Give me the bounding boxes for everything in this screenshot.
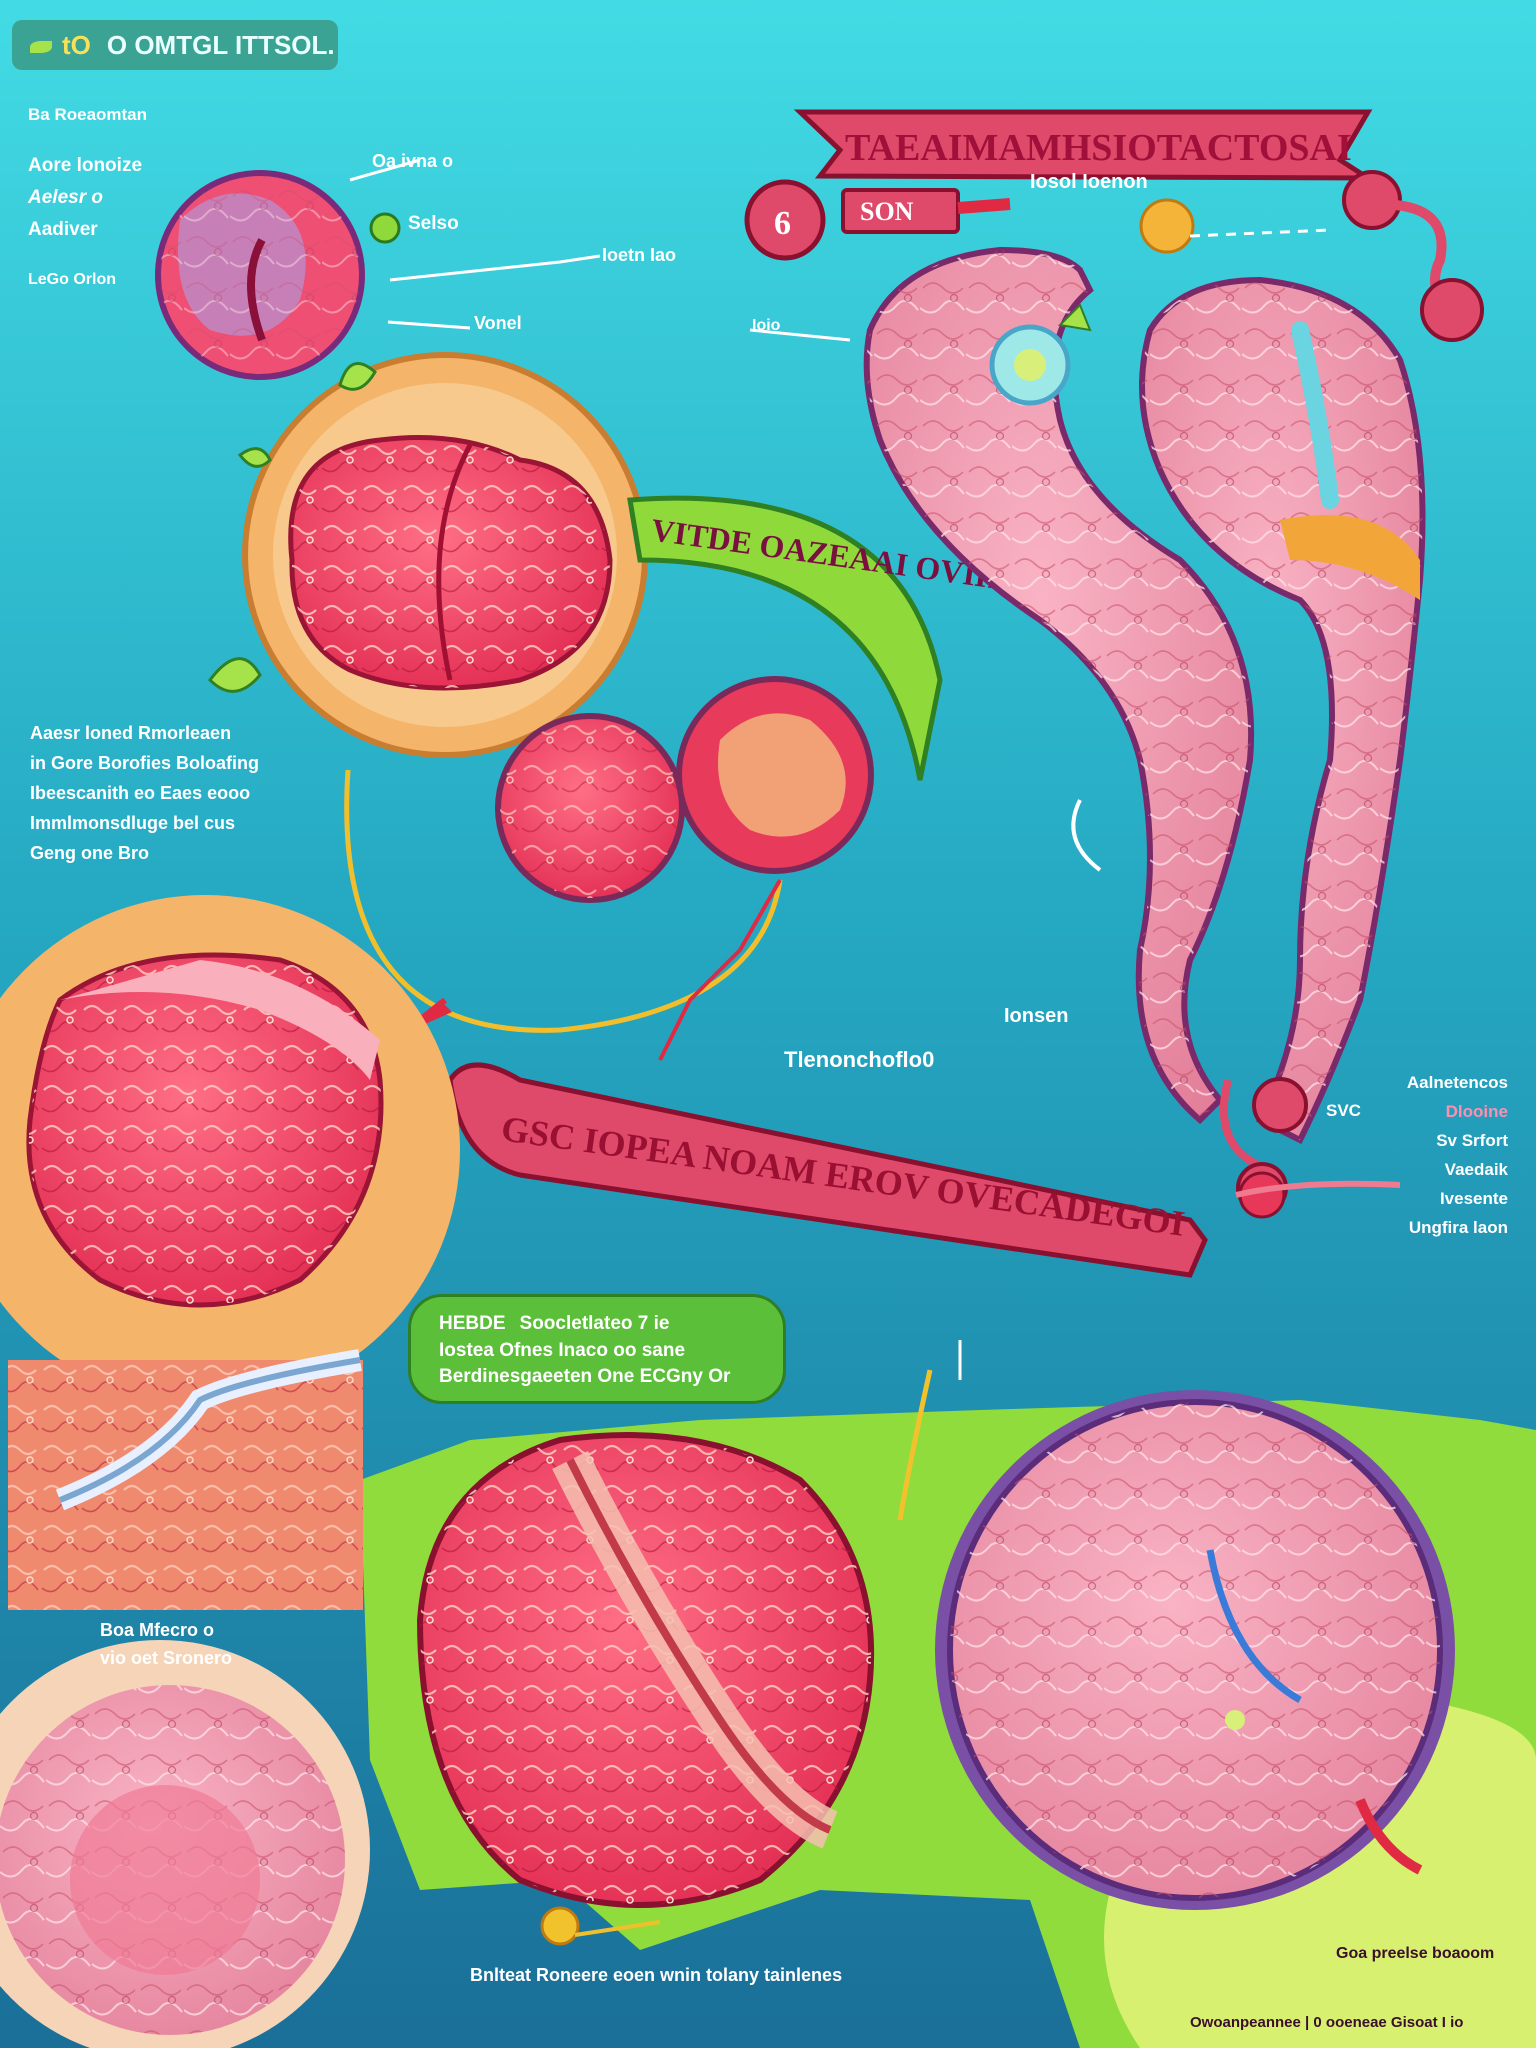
paragraph-line: in Gore Borofies Boloafing bbox=[30, 753, 260, 773]
small-tag bbox=[841, 188, 960, 234]
green-note-line: Iostea Ofnes Inaco oo sane bbox=[439, 1338, 755, 1365]
tag-badge-circle bbox=[744, 179, 826, 261]
right-callout-middle: Tlenonchoflo0 bbox=[784, 1047, 935, 1072]
side-label: Sv Srfort bbox=[1436, 1131, 1508, 1150]
leaf-icon bbox=[1057, 303, 1092, 332]
paragraph-line: Immlmonsdluge bel cus bbox=[30, 813, 236, 833]
callout-upper-green: Selso bbox=[408, 213, 459, 234]
tag-badge-text: 6 bbox=[774, 205, 791, 242]
green-note-text: Iostea Ofnes Inaco oo sane bbox=[439, 1339, 686, 1361]
note-a-3: Aadiver bbox=[28, 219, 98, 240]
small-tag-text: SON bbox=[860, 197, 914, 226]
green-note-head: HEBDE bbox=[439, 1313, 506, 1334]
side-label: Aalnetencos bbox=[1406, 1073, 1508, 1092]
right-callout-upper: Iosol Ioenon bbox=[1030, 171, 1148, 193]
bottom-caption: Bnlteat Roneere eoen wnin tolany tainlen… bbox=[470, 1965, 843, 1985]
note-b: LeGo Orlon bbox=[28, 271, 116, 288]
note-a-1: Aore lonoize bbox=[28, 155, 143, 176]
callout-upper: Oa ivna o bbox=[372, 151, 454, 171]
left-paragraph: Aaesr loned Rmorleaen in Gore Borofies B… bbox=[30, 718, 290, 868]
right-side-labels: Aalnetencos Dlooine Sv Srfort Vaedaik Iv… bbox=[1368, 1068, 1508, 1242]
side-label: Dlooine bbox=[1445, 1102, 1508, 1121]
right-callout-left: Ioio bbox=[752, 317, 781, 334]
top-ribbon-text: TAEAIMAMHSIOTACTOSAI bbox=[845, 127, 1352, 169]
side-label: Vaedaik bbox=[1444, 1160, 1508, 1179]
middle-ribbon bbox=[447, 1062, 1208, 1278]
green-note-box: HEBDE Soocletlateo 7 ie Iostea Ofnes Inac… bbox=[408, 1294, 786, 1404]
callout-middle: Ioetn Iao bbox=[602, 245, 677, 265]
paragraph-line: Aaesr loned Rmorleaen bbox=[30, 723, 232, 743]
paragraph-line: Ibeescanith eo Eaes eooo bbox=[30, 783, 251, 803]
lower-caption: Boa Mfecro o vio oet Sronero bbox=[100, 1616, 232, 1672]
green-note-line: HEBDE Soocletlateo 7 ie bbox=[439, 1311, 755, 1338]
lower-caption-line: vio oet Sronero bbox=[100, 1648, 233, 1668]
bottom-right-caption-bottom: Owoanpeannee | 0 ooeneae Gisoat I io bbox=[1190, 2014, 1464, 2031]
orange-marker-icon bbox=[1139, 198, 1195, 254]
lower-caption-line: Boa Mfecro o bbox=[100, 1620, 215, 1640]
callout-lower: Vonel bbox=[474, 313, 522, 333]
curved-green-banner bbox=[627, 495, 943, 781]
bottom-right-caption-top: Goa preelse boaoom bbox=[1336, 1945, 1495, 1962]
green-note-line: Berdinesgaeeten One ECGny Or bbox=[439, 1364, 755, 1391]
curved-arrow-icon bbox=[1071, 799, 1102, 872]
green-marker-icon bbox=[369, 212, 401, 244]
page-title: O OMTGL ITTSOL. bbox=[106, 30, 335, 60]
right-callout-middle-b: Ionsen bbox=[1004, 1005, 1069, 1027]
title-pill: tO O OMTGL ITTSOL. bbox=[12, 20, 338, 70]
green-note-text: Berdinesgaeeten One ECGny Or bbox=[439, 1366, 731, 1388]
leaf-icon bbox=[30, 41, 52, 54]
intro-label: Ba Roeaomtan bbox=[28, 105, 148, 124]
title-number: tO bbox=[62, 30, 91, 60]
note-a-2: Aelesr o bbox=[28, 187, 103, 208]
paragraph-line: Geng one Bro bbox=[30, 843, 150, 863]
hook-marker-icon bbox=[1420, 278, 1484, 342]
side-small: SVC bbox=[1326, 1101, 1361, 1120]
green-note-text: Soocletlateo 7 ie bbox=[519, 1313, 670, 1334]
side-label: Ivesente bbox=[1439, 1189, 1508, 1208]
side-label: Ungfira laon bbox=[1408, 1218, 1508, 1237]
